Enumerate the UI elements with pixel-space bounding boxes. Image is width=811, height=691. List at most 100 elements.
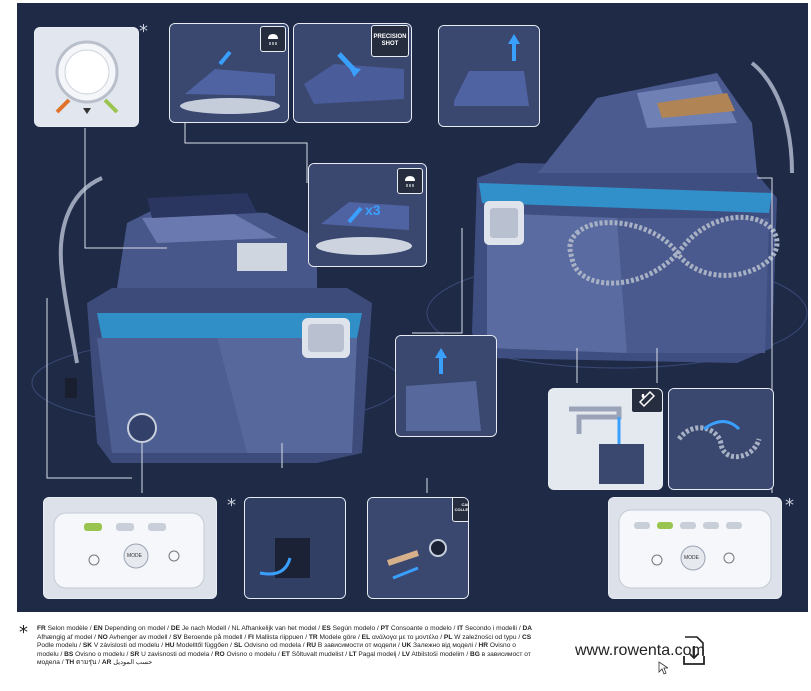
language-code: SV — [172, 633, 182, 641]
lift-iron-illustration — [439, 26, 539, 126]
water-fill-icon — [631, 389, 662, 413]
language-text: U zavisnosti od modela / — [139, 650, 215, 658]
language-code: ES — [321, 625, 331, 632]
lift-tank-illustration — [396, 336, 496, 436]
unplug-cable-panel — [244, 497, 346, 599]
language-code: SK — [82, 642, 92, 650]
language-text: Selon modèle / — [45, 625, 94, 632]
thermostat-dial-panel — [34, 27, 139, 127]
language-code: LT — [348, 650, 357, 658]
mouse-cursor-icon — [658, 661, 668, 675]
model-footnote: FR Selon modèle / EN Depending on model … — [37, 625, 537, 668]
language-text: Sõltuvalt mudelist / — [289, 650, 349, 658]
language-text: W zależności od typu / — [452, 633, 522, 641]
language-text: Afhængig af model / — [37, 633, 98, 641]
language-text: Según modelo / — [330, 625, 381, 632]
mode-button-label: MODE — [684, 555, 699, 561]
model-dependent-star: * — [139, 21, 148, 42]
times-three-label: x3 — [365, 202, 381, 218]
footnote-asterisk: * — [19, 622, 28, 643]
steam-icon — [260, 26, 286, 52]
language-text: Modelltől függően / — [174, 642, 234, 650]
right-generator-illustration — [426, 61, 808, 369]
language-code: HU — [164, 642, 175, 650]
language-text: Ovisno o modelu / — [224, 650, 282, 658]
cord-storage-panel — [668, 388, 774, 490]
language-text: Avhenger av modell / — [107, 633, 173, 641]
burst-steam-panel: x3 — [308, 163, 427, 267]
language-code: RO — [214, 650, 225, 658]
language-code: EL — [361, 633, 371, 641]
mode-button-label: MODE — [127, 553, 142, 559]
language-code: RU — [306, 642, 316, 650]
calc-collector-panel: CALC COLLECTOR — [367, 497, 469, 599]
language-code: BG — [470, 650, 480, 658]
language-text: Atbilstoši modelim / — [409, 650, 471, 658]
language-text: Mallista riippuen / — [253, 633, 309, 641]
steam-icon — [397, 168, 423, 194]
precision-shot-illustration — [294, 24, 411, 122]
language-code: FR — [37, 625, 46, 632]
calc-collector-illustration — [368, 498, 468, 598]
language-code: ET — [281, 650, 290, 658]
language-code: SL — [233, 642, 243, 650]
language-text: ανάλογα με το μοντέλο / — [370, 633, 444, 641]
unplug-cable-illustration — [245, 498, 345, 598]
website-link[interactable]: www.rowenta.com — [575, 642, 705, 659]
language-text: в зависимост от модела / — [37, 650, 531, 667]
language-text: Podle modelu / — [37, 642, 83, 650]
calc-collector-icon: CALC COLLECTOR — [452, 498, 468, 522]
language-code: PT — [380, 625, 390, 632]
language-code: BS — [64, 650, 74, 658]
language-text: Ovisno o modelu / — [37, 642, 516, 658]
language-code: CS — [522, 633, 532, 641]
thermostat-dial-illustration — [35, 28, 138, 126]
language-text: ตามรุ่น / — [74, 659, 102, 667]
language-text: Je nach Modell / NL Afhankelijk van het … — [179, 625, 322, 632]
language-code: SR — [130, 650, 140, 658]
fill-tank-panel — [548, 388, 663, 490]
language-code: TH — [65, 659, 75, 667]
language-text: Odvisno od modela / — [242, 642, 307, 650]
language-text: Залежно від моделі / — [411, 642, 479, 650]
language-text: Depending on model / — [102, 625, 171, 632]
download-document-icon[interactable] — [682, 636, 706, 666]
left-generator-illustration — [31, 176, 403, 463]
language-text: Secondo i modelli / — [463, 625, 523, 632]
model-dependent-star: * — [785, 495, 794, 516]
language-code: FI — [248, 633, 254, 641]
language-code: DE — [170, 625, 180, 632]
instruction-illustration: * PRECISION SHOT x3 — [17, 3, 808, 612]
language-text: Ovisno o modelu / — [73, 650, 131, 658]
fill-tank-illustration — [549, 389, 662, 489]
language-text: В зависимости от модели / — [315, 642, 402, 650]
footer: * FR Selon modèle / EN Depending on mode… — [17, 614, 808, 688]
language-text: V závislosti od modelu / — [92, 642, 165, 650]
language-text: Consoante o modelo / — [389, 625, 458, 632]
lift-tank-panel — [395, 335, 497, 437]
lift-iron-panel — [438, 25, 540, 127]
language-code: EN — [93, 625, 103, 632]
language-text: حسب الموديل — [111, 659, 153, 667]
language-code: IT — [457, 625, 464, 632]
language-code: TR — [308, 633, 318, 641]
main-illustration — [31, 61, 808, 493]
precision-shot-panel: PRECISION SHOT — [293, 23, 412, 123]
control-panel-left: MODE — [43, 497, 217, 599]
language-code: NO — [97, 633, 108, 641]
model-dependent-star: * — [227, 495, 236, 516]
language-code: UK — [401, 642, 412, 650]
language-text: Beroende på modell / — [181, 633, 249, 641]
language-code: HR — [478, 642, 489, 650]
control-panel-right: MODE — [608, 497, 782, 599]
control-panel-right-illustration — [609, 498, 781, 598]
steam-trigger-panel — [169, 23, 289, 123]
language-code: LV — [401, 650, 410, 658]
language-text: Pagal modelį / — [356, 650, 402, 658]
precision-shot-label: PRECISION SHOT — [371, 25, 409, 57]
language-text: Modele göre / — [317, 633, 362, 641]
language-code: AR — [101, 659, 112, 667]
control-panel-left-illustration — [44, 498, 216, 598]
language-code: DA — [522, 625, 533, 632]
cord-storage-illustration — [669, 389, 773, 489]
